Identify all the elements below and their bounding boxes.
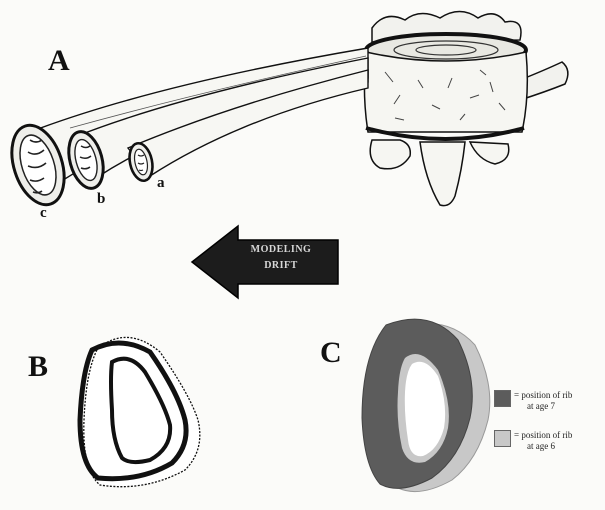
arrow-text-line2: DRIFT <box>222 260 340 271</box>
rib-b-label: b <box>97 191 105 208</box>
rib-c-label: c <box>40 205 47 222</box>
legend-age7-line2: at age 7 <box>527 401 555 412</box>
panel-b-label: B <box>28 350 48 384</box>
panel-b-rib-section <box>80 337 200 486</box>
rib-a-label: a <box>157 175 165 192</box>
vertebra-illustration <box>364 12 567 206</box>
arrow-text-line1: MODELING <box>222 244 340 255</box>
legend-swatch-age7 <box>494 390 511 407</box>
panel-c-label: C <box>320 336 342 370</box>
legend-swatch-age6 <box>494 430 511 447</box>
panel-c-rib-section <box>362 319 490 491</box>
legend-age6-line2: at age 6 <box>527 441 555 452</box>
legend-age7-line1: = position of rib <box>514 390 572 401</box>
panel-a-label: A <box>48 44 70 78</box>
legend-age6-line1: = position of rib <box>514 430 572 441</box>
